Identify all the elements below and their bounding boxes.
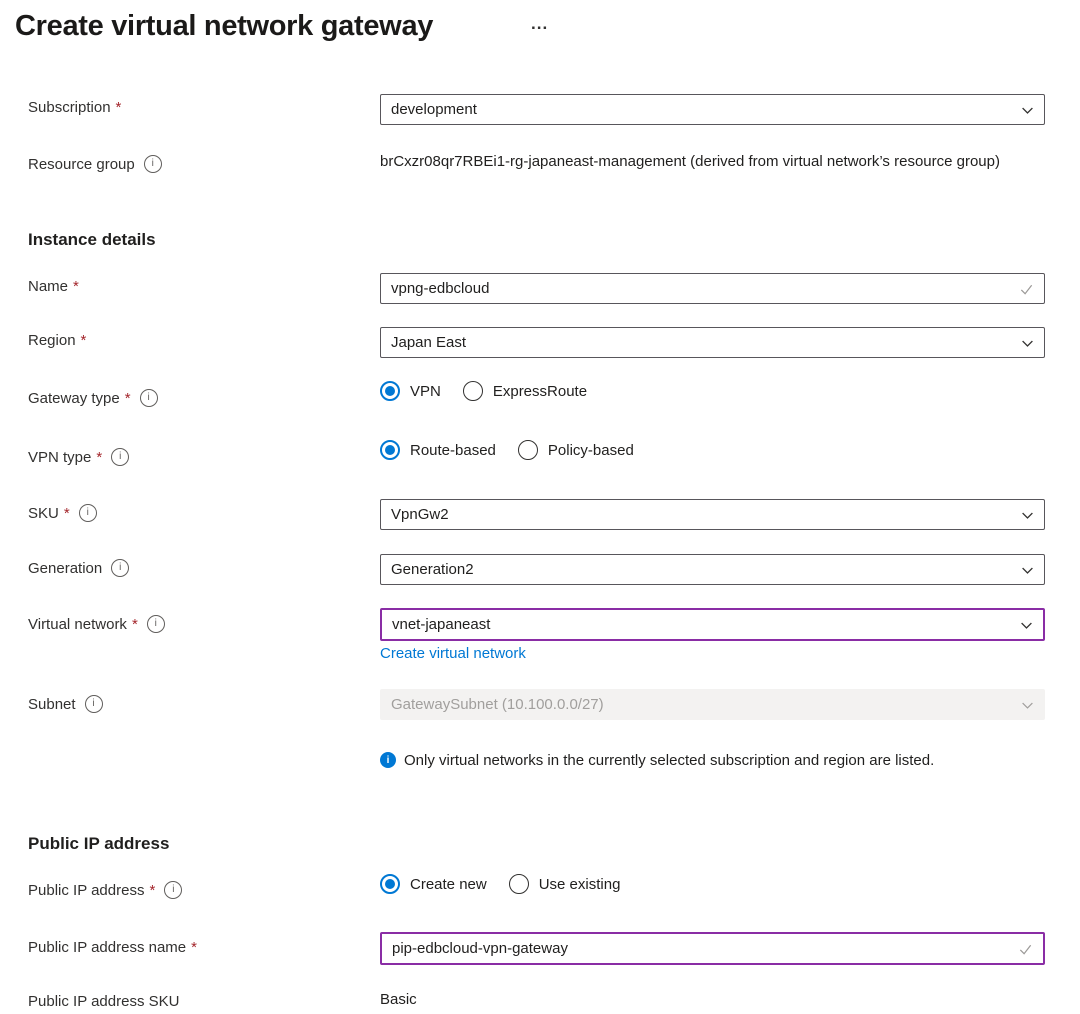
subnet-dropdown: GatewaySubnet (10.100.0.0/27) bbox=[380, 689, 1045, 720]
generation-value: Generation2 bbox=[391, 561, 474, 578]
radio-use-existing-label: Use existing bbox=[538, 875, 621, 893]
sku-label: SKU*i bbox=[28, 504, 97, 522]
sku-dropdown[interactable]: VpnGw2 bbox=[380, 499, 1045, 530]
chevron-down-icon bbox=[1022, 512, 1033, 519]
vpn-type-radio-group: Route-based Policy-based bbox=[380, 440, 656, 460]
instance-details-heading: Instance details bbox=[28, 230, 156, 249]
public-ip-name-value: pip-edbcloud-vpn-gateway bbox=[392, 940, 568, 957]
radio-dot bbox=[385, 445, 395, 455]
radio-vpn-label: VPN bbox=[410, 382, 441, 400]
public-ip-radio-group: Create new Use existing bbox=[380, 874, 642, 894]
ellipsis-icon[interactable]: ... bbox=[531, 14, 549, 33]
page-title: Create virtual network gateway bbox=[15, 10, 434, 42]
radio-policy-based-label: Policy-based bbox=[547, 441, 634, 459]
radio-create-new-label: Create new bbox=[410, 875, 487, 893]
gateway-type-radio-group: VPN ExpressRoute bbox=[380, 381, 609, 401]
chevron-down-icon bbox=[1022, 567, 1033, 574]
radio-policy-based[interactable] bbox=[517, 440, 538, 460]
public-ip-heading: Public IP address bbox=[28, 834, 170, 853]
radio-use-existing[interactable] bbox=[508, 874, 529, 894]
name-label: Name* bbox=[28, 278, 79, 295]
info-circle-icon[interactable]: i bbox=[146, 615, 165, 633]
region-value: Japan East bbox=[391, 334, 467, 351]
subscription-label: Subscription* bbox=[28, 99, 122, 116]
region-label: Region* bbox=[28, 332, 87, 349]
required-asterisk: * bbox=[131, 615, 138, 633]
info-circle-icon[interactable]: i bbox=[111, 448, 130, 466]
radio-expressroute-label: ExpressRoute bbox=[492, 382, 588, 400]
generation-dropdown[interactable]: Generation2 bbox=[380, 554, 1045, 585]
required-asterisk: * bbox=[63, 504, 70, 522]
public-ip-sku-label: Public IP address SKU bbox=[28, 993, 180, 1010]
create-virtual-network-link[interactable]: Create virtual network bbox=[380, 645, 526, 662]
subscription-region-notice: i Only virtual networks in the currently… bbox=[380, 749, 1028, 772]
info-circle-icon[interactable]: i bbox=[84, 695, 103, 713]
radio-create-new[interactable] bbox=[380, 874, 400, 894]
public-ip-sku-value: Basic bbox=[380, 991, 417, 1008]
public-ip-label: Public IP address*i bbox=[28, 881, 183, 899]
required-asterisk: * bbox=[73, 278, 79, 295]
required-asterisk: * bbox=[124, 389, 131, 407]
virtual-network-label: Virtual network*i bbox=[28, 615, 165, 633]
name-input[interactable]: vpng-edbcloud bbox=[380, 273, 1045, 304]
subnet-value: GatewaySubnet (10.100.0.0/27) bbox=[391, 696, 604, 713]
gateway-type-label: Gateway type*i bbox=[28, 389, 158, 407]
info-circle-icon[interactable]: i bbox=[78, 504, 97, 522]
info-circle-icon[interactable]: i bbox=[164, 881, 183, 899]
region-dropdown[interactable]: Japan East bbox=[380, 327, 1045, 358]
radio-dot bbox=[385, 879, 395, 889]
name-value: vpng-edbcloud bbox=[391, 280, 490, 297]
virtual-network-dropdown[interactable]: vnet-japaneast bbox=[380, 608, 1045, 641]
radio-route-based-label: Route-based bbox=[410, 441, 496, 459]
info-circle-icon[interactable]: i bbox=[139, 389, 158, 407]
public-ip-name-input[interactable]: pip-edbcloud-vpn-gateway bbox=[380, 932, 1045, 965]
required-asterisk: * bbox=[115, 99, 122, 116]
subscription-value: development bbox=[391, 101, 477, 118]
chevron-down-icon bbox=[1022, 107, 1033, 114]
radio-route-based[interactable] bbox=[380, 440, 400, 460]
required-asterisk: * bbox=[96, 448, 103, 466]
resource-group-value: brCxzr08qr7RBEi1-rg-japaneast-management… bbox=[380, 153, 1000, 170]
vpn-type-label: VPN type*i bbox=[28, 448, 130, 466]
notice-text: Only virtual networks in the currently s… bbox=[404, 752, 935, 769]
info-filled-icon: i bbox=[380, 752, 396, 768]
checkmark-icon bbox=[1019, 944, 1032, 955]
required-asterisk: * bbox=[80, 332, 87, 349]
chevron-down-icon bbox=[1021, 622, 1032, 629]
virtual-network-value: vnet-japaneast bbox=[392, 616, 491, 633]
required-asterisk: * bbox=[149, 881, 156, 899]
sku-value: VpnGw2 bbox=[391, 506, 449, 523]
checkmark-icon bbox=[1020, 284, 1033, 295]
info-circle-icon[interactable]: i bbox=[143, 155, 162, 173]
required-asterisk: * bbox=[191, 939, 197, 956]
chevron-down-icon bbox=[1022, 702, 1033, 709]
radio-expressroute[interactable] bbox=[462, 381, 483, 401]
info-circle-icon[interactable]: i bbox=[111, 559, 130, 577]
subscription-dropdown[interactable]: development bbox=[380, 94, 1045, 125]
public-ip-name-label: Public IP address name* bbox=[28, 939, 197, 956]
radio-vpn[interactable] bbox=[380, 381, 400, 401]
chevron-down-icon bbox=[1022, 340, 1033, 347]
radio-dot bbox=[385, 386, 395, 396]
